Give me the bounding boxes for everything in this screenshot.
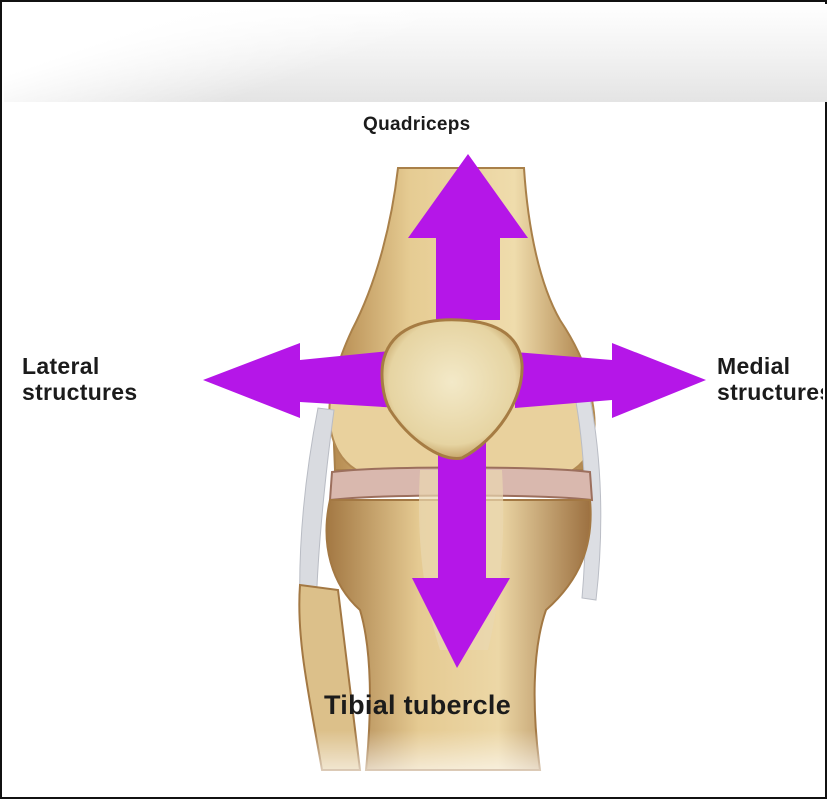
label-tibial-tubercle: Tibial tubercle [324,690,511,721]
label-medial-structures: Medial structures [717,353,823,406]
label-quadriceps: Quadriceps [363,114,471,136]
label-lateral-line1: Lateral [22,353,137,379]
bottom-fade [290,730,590,796]
label-medial-line1: Medial [717,353,823,379]
label-lateral-structures: Lateral structures [22,353,137,406]
label-lateral-line2: structures [22,379,137,405]
label-medial-line2: structures [717,379,823,405]
